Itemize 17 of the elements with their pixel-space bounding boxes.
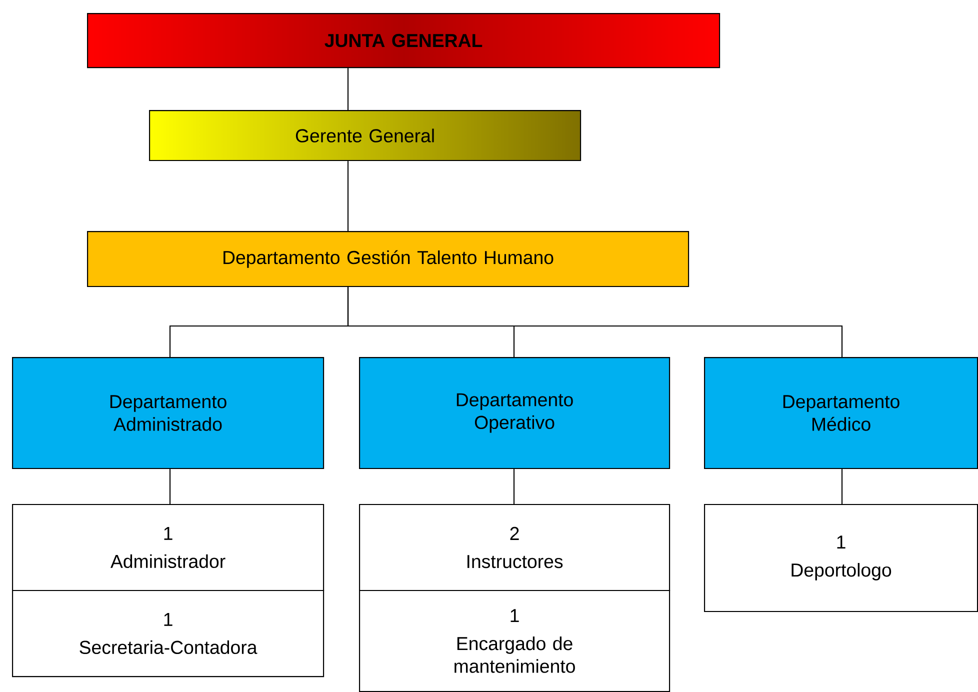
connector-line [513, 469, 515, 504]
department-box: Departamento Médico [704, 357, 978, 470]
connector-line [347, 161, 349, 231]
connector-line [841, 469, 843, 504]
department-box: Departamento Administrado [12, 357, 324, 470]
department-box: Departamento Operativo [359, 357, 670, 470]
staff-box: 1 Secretaria-Contadora [12, 590, 324, 678]
staff-box: 1 Administrador [12, 504, 324, 592]
connector-line [347, 287, 843, 357]
staff-box: 1 Deportologo [704, 504, 978, 612]
connector-line [347, 68, 349, 110]
manager-box: Gerente General [149, 110, 582, 162]
staff-box: 2 Instructores [359, 504, 670, 592]
staff-box: 1 Encargado de mantenimiento [359, 590, 670, 692]
department-box: Departamento Gestión Talento Humano [87, 231, 690, 288]
board-box: JUNTA GENERAL [87, 13, 720, 68]
connector-line [169, 469, 171, 504]
